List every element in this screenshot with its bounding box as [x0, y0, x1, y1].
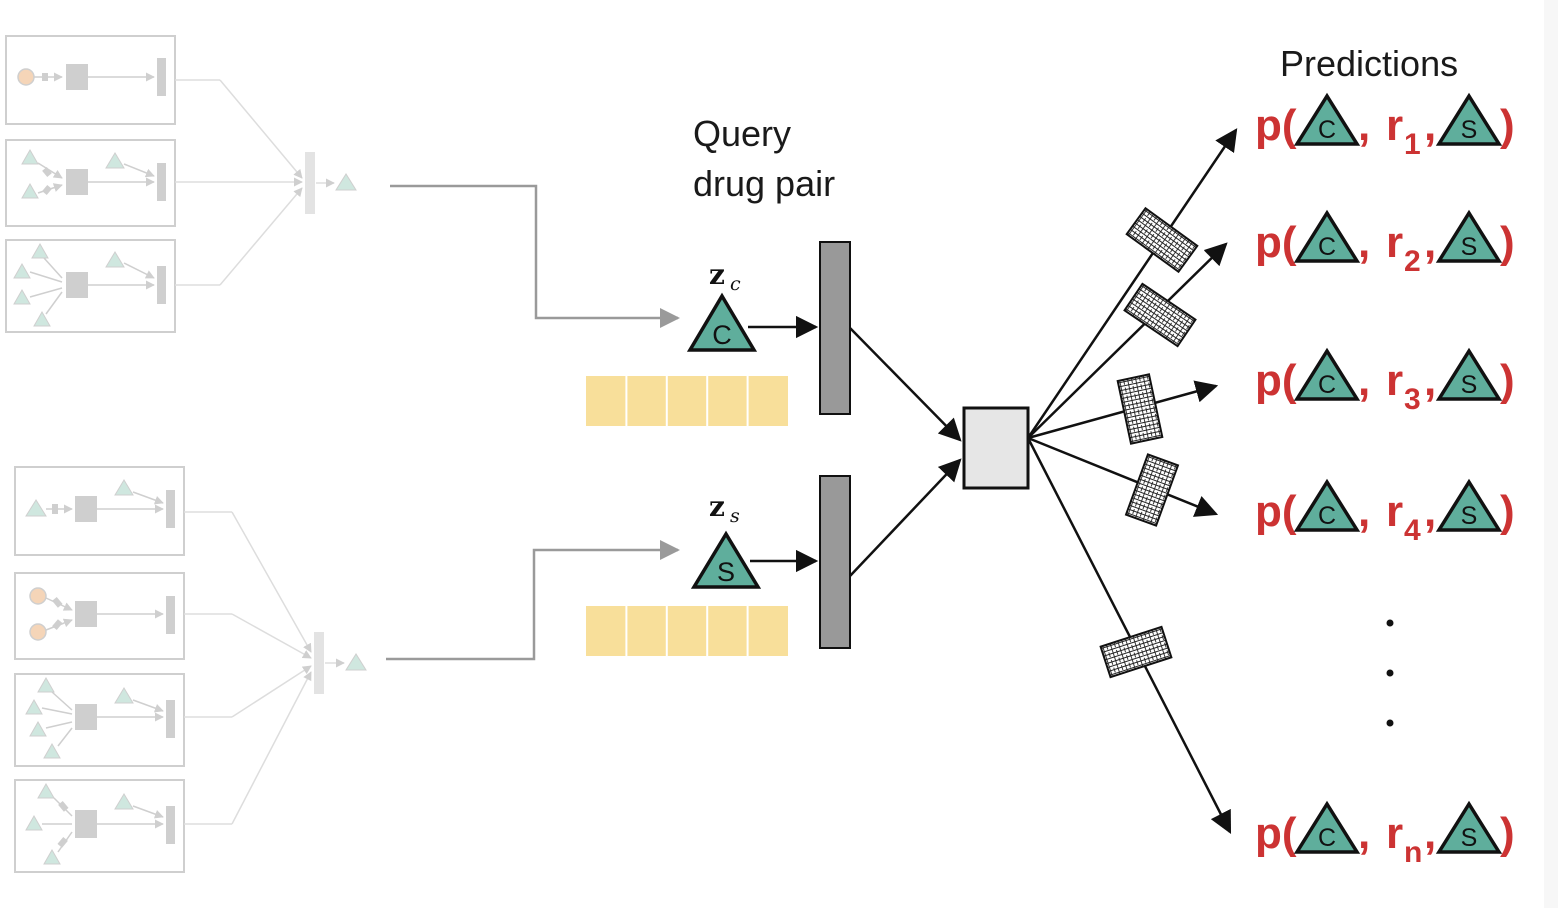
prediction-comma: ,: [1424, 809, 1436, 858]
embedding-zc: z c C: [686, 258, 819, 352]
relation-symbol: r: [1386, 487, 1403, 536]
relation-subscript: 3: [1404, 383, 1421, 416]
encoder-panel: [14, 673, 185, 767]
edge-strip: [1544, 0, 1558, 908]
prediction-prefix: p(: [1255, 101, 1297, 150]
drug-c-triangle-icon: C: [1293, 209, 1361, 263]
drug-s-triangle-letter: S: [1461, 502, 1478, 530]
decoder-box: [962, 406, 1030, 490]
relation-symbol: r: [1386, 809, 1403, 858]
prediction-comma: ,: [1358, 487, 1370, 536]
prediction-close: ): [1500, 218, 1515, 267]
drug-c-encoder-panels: [5, 35, 357, 333]
ellipsis: [1386, 619, 1394, 727]
prediction-close: ): [1500, 809, 1515, 858]
drug-c-triangle-letter: C: [1318, 502, 1336, 530]
prediction-comma: ,: [1424, 356, 1436, 405]
relation-matrix-icon: [1124, 453, 1180, 527]
relation-subscript: 1: [1404, 128, 1421, 161]
prediction-comma: ,: [1358, 356, 1370, 405]
relation-symbol: r: [1386, 356, 1403, 405]
query-label-line2: drug pair: [693, 163, 835, 204]
prediction-prefix: p(: [1255, 809, 1297, 858]
zc-symbol: z: [709, 258, 725, 291]
drug-c-triangle-letter: C: [1318, 824, 1336, 852]
relation-symbol: r: [1386, 218, 1403, 267]
drug-c-letter: C: [712, 320, 732, 350]
embedding-zs: z s S: [690, 490, 819, 589]
predictions-title: Predictions: [1280, 43, 1458, 84]
encoder-panel: [5, 139, 176, 227]
drug-c-triangle-letter: C: [1318, 371, 1336, 399]
relation-symbol: r: [1386, 101, 1403, 150]
drug-s-triangle-icon: S: [690, 530, 762, 589]
drug-c-triangle-letter: C: [1318, 116, 1336, 144]
drug-c-connector: [390, 184, 680, 328]
relation-matrix-icon: [1123, 282, 1197, 348]
relation-matrix-icon: [1125, 206, 1199, 274]
drug-c-triangle-icon: C: [686, 292, 758, 352]
prediction-close: ): [1500, 487, 1515, 536]
encoder-panel: [5, 239, 176, 333]
prediction-prefix: p(: [1255, 218, 1297, 267]
relation-subscript: 4: [1404, 514, 1421, 547]
drug-c-triangle-letter: C: [1318, 233, 1336, 261]
layer-bar-c: [819, 241, 851, 415]
layer-bar-s: [819, 475, 851, 649]
prediction-close: ): [1500, 356, 1515, 405]
encoder-panel: [5, 35, 176, 125]
relation-subscript: n: [1404, 836, 1422, 869]
prediction-comma: ,: [1358, 218, 1370, 267]
query-label-line1: Query: [693, 113, 791, 154]
drug-s-triangle-icon: S: [1435, 209, 1503, 263]
relation-matrices: [1099, 206, 1199, 679]
drug-s-triangle-icon: S: [1435, 478, 1503, 532]
encoder-panel: [14, 466, 185, 556]
drug-c-triangle-icon: C: [1293, 92, 1361, 146]
zs-subscript: s: [730, 505, 740, 527]
prediction-comma: ,: [1424, 101, 1436, 150]
prediction-comma: ,: [1424, 218, 1436, 267]
drug-s-triangle-letter: S: [1461, 233, 1478, 261]
drug-c-triangle-icon: C: [1293, 478, 1361, 532]
encoder-panel: [14, 572, 185, 660]
relation-matrix-icon: [1099, 625, 1173, 679]
drug-c-triangle-icon: C: [1293, 347, 1361, 401]
prediction-comma: ,: [1424, 487, 1436, 536]
drug-s-triangle-letter: S: [1461, 371, 1478, 399]
zc-subscript: c: [730, 273, 741, 295]
feature-vector-s: [586, 606, 788, 656]
zs-symbol: z: [709, 490, 725, 523]
prediction-close: ): [1500, 101, 1515, 150]
prediction-prefix: p(: [1255, 356, 1297, 405]
output-arrows: [1026, 128, 1238, 835]
drug-s-letter: S: [717, 557, 735, 587]
drug-c-triangle-icon: C: [1293, 800, 1361, 854]
encoder-panel: [14, 779, 185, 873]
drug-s-triangle-icon: S: [1435, 92, 1503, 146]
drug-s-encoder-panels: [14, 466, 367, 873]
prediction-comma: ,: [1358, 809, 1370, 858]
prediction-prefix: p(: [1255, 487, 1297, 536]
prediction-comma: ,: [1358, 101, 1370, 150]
drug-s-connector: [386, 540, 680, 661]
drug-s-triangle-icon: S: [1435, 800, 1503, 854]
relation-subscript: 2: [1404, 245, 1421, 278]
drug-s-triangle-letter: S: [1461, 824, 1478, 852]
drug-s-triangle-icon: S: [1435, 347, 1503, 401]
relation-matrix-icon: [1116, 373, 1164, 445]
feature-vector-c: [586, 376, 788, 426]
drug-s-triangle-letter: S: [1461, 116, 1478, 144]
